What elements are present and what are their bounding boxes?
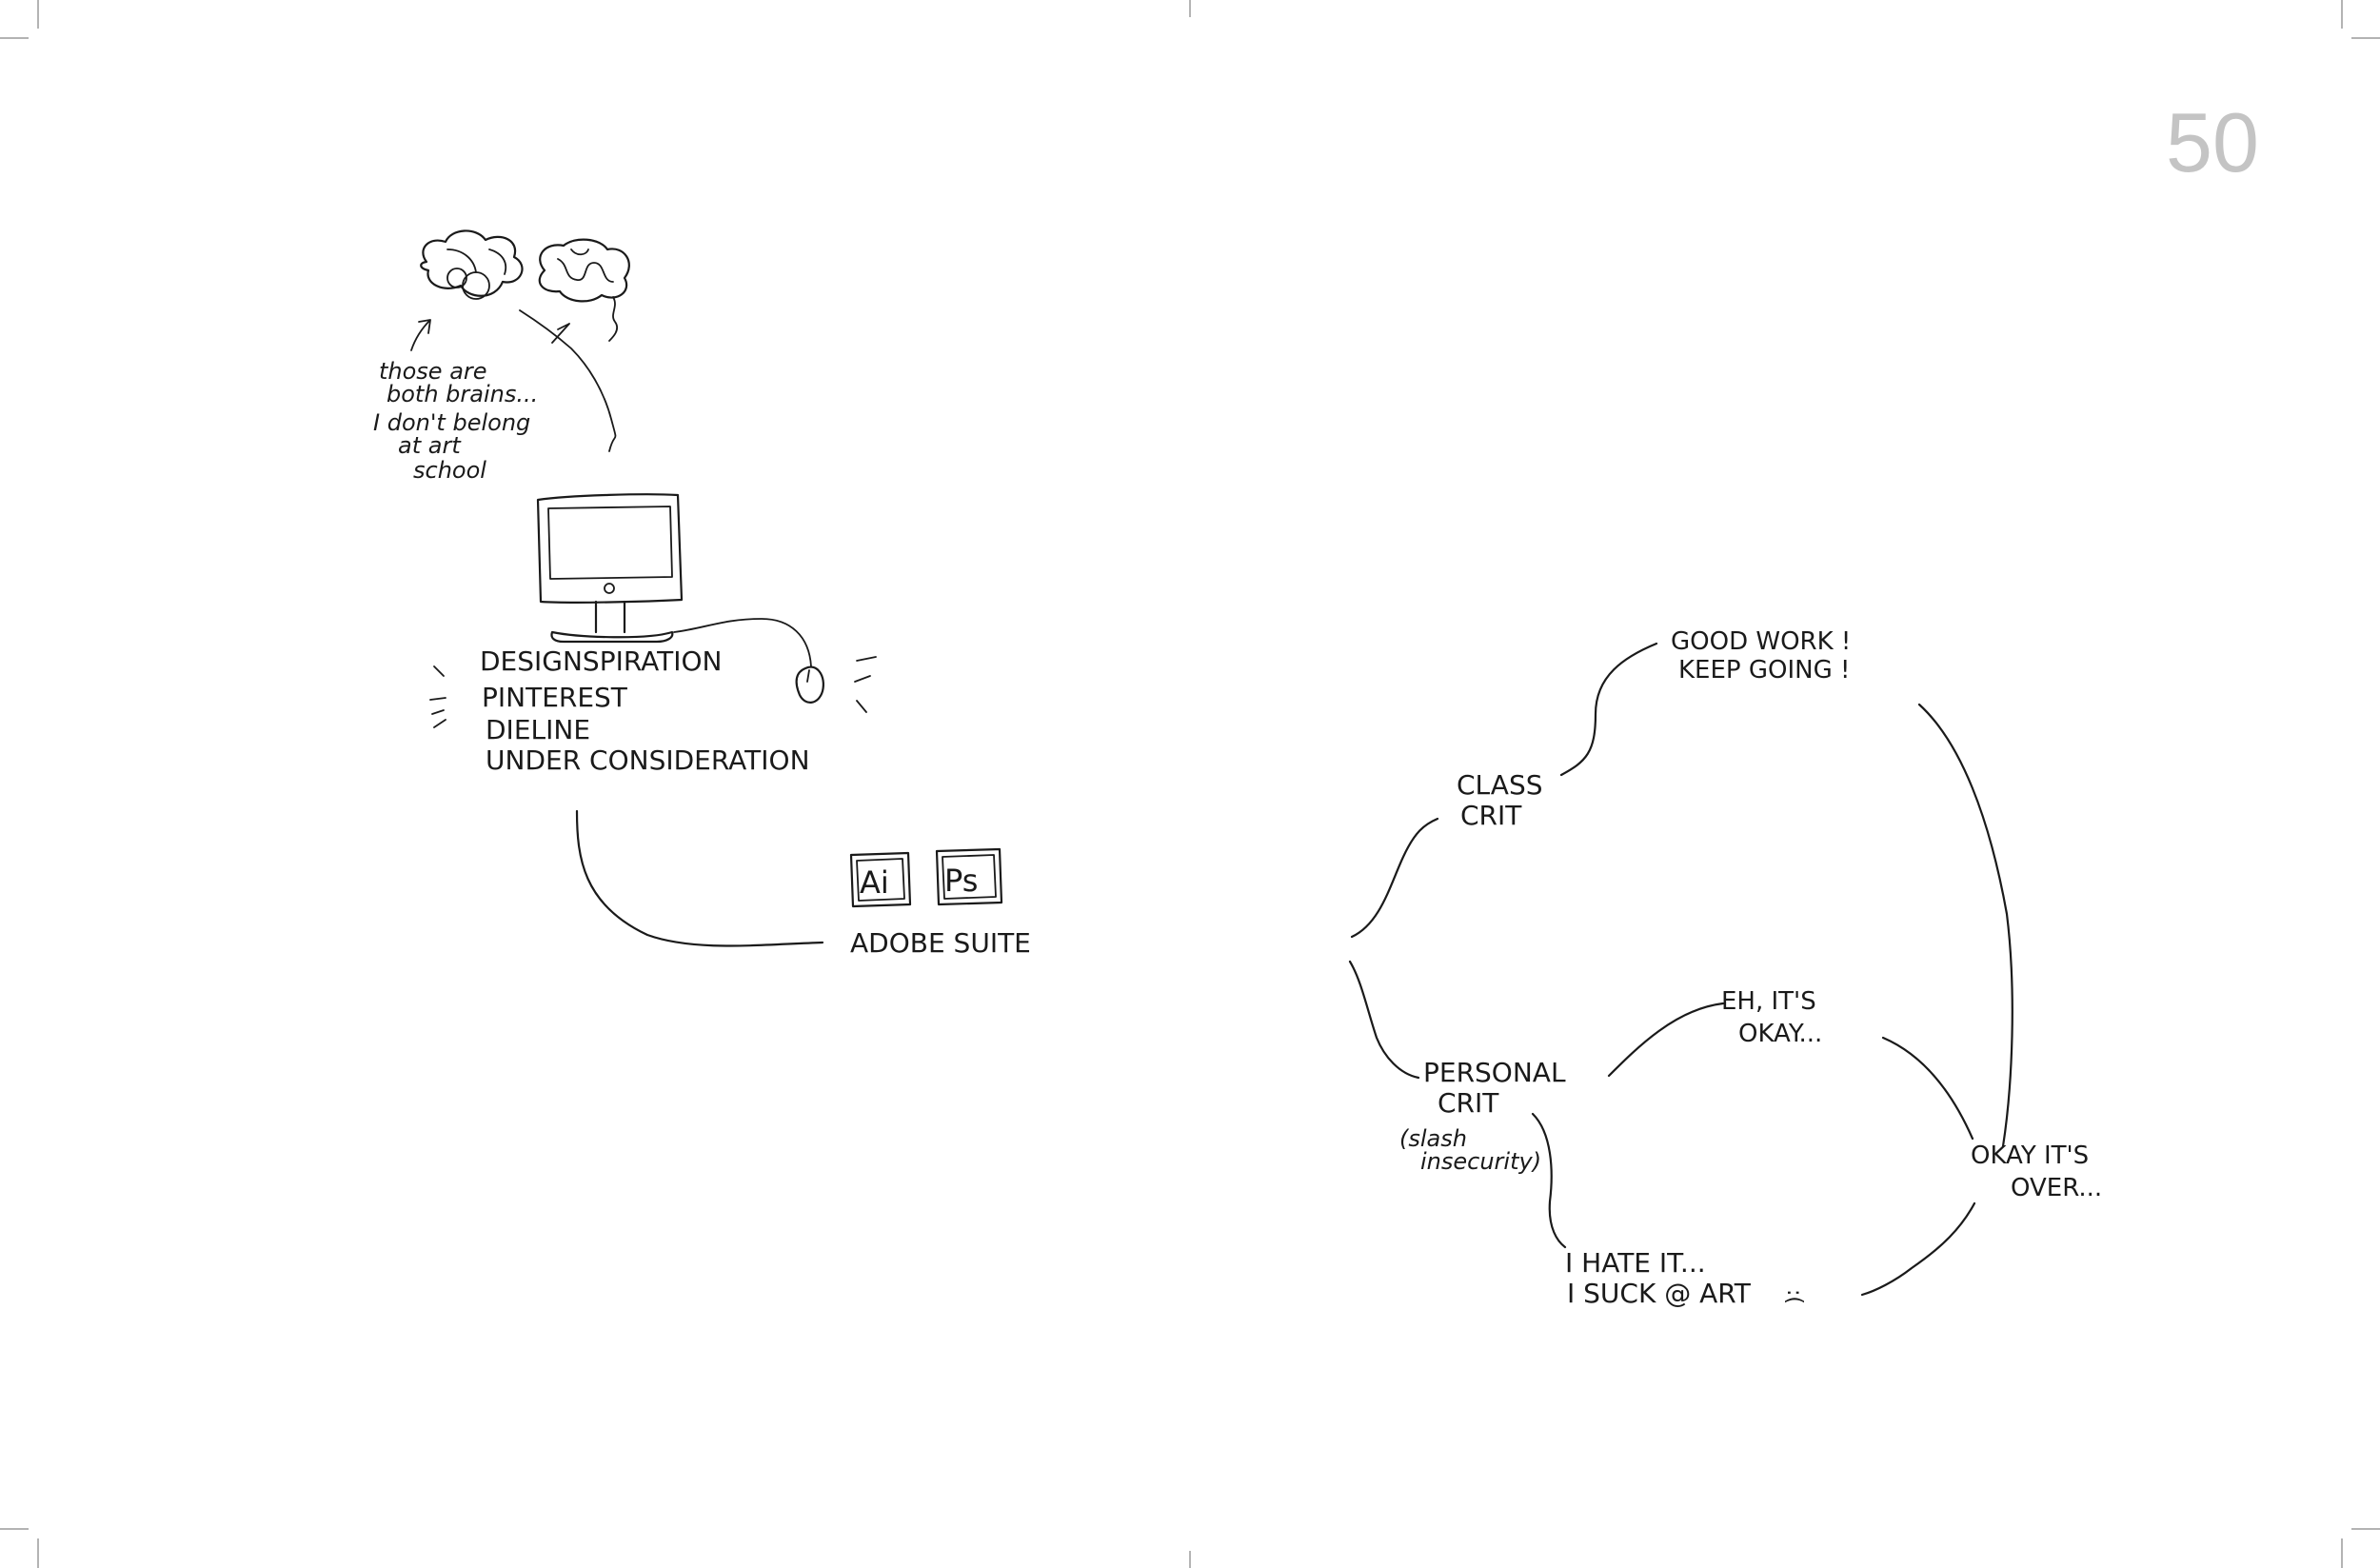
- okay-over-node: OKAY IT'S OVER...: [1971, 1141, 2102, 1202]
- eh-okay-line-1: EH, IT'S: [1721, 987, 1816, 1016]
- adobe-illustrator-icon: Ai: [849, 851, 912, 908]
- hate-it-line-2: I SUCK @ ART: [1567, 1278, 1752, 1309]
- ai-label: Ai: [860, 864, 889, 901]
- hate-it-node: I HATE IT... I SUCK @ ART :(: [1565, 1247, 1806, 1309]
- ps-label: Ps: [944, 863, 978, 899]
- good-work-line-1: GOOD WORK !: [1671, 627, 1851, 656]
- note-line-4: at art: [398, 432, 462, 459]
- good-work-node: GOOD WORK ! KEEP GOING !: [1671, 627, 1851, 685]
- note-line-5: school: [413, 457, 486, 484]
- website-designspiration: DESIGNSPIRATION: [480, 645, 723, 677]
- adobe-suite-label: ADOBE SUITE: [850, 927, 1031, 959]
- brain-icon: [538, 238, 630, 342]
- class-crit-node: CLASS CRIT: [1457, 769, 1543, 831]
- website-dieline: DIELINE: [486, 714, 590, 745]
- personal-crit-line-1: PERSONAL: [1423, 1057, 1566, 1088]
- page-number: 50: [2166, 95, 2259, 189]
- arrow-to-brain: [519, 309, 617, 452]
- cauliflower-icon: [420, 229, 524, 300]
- insecurity-line-2: insecurity): [1420, 1148, 1541, 1175]
- okay-over-line-2: OVER...: [2011, 1174, 2102, 1202]
- adobe-photoshop-icon: Ps: [935, 847, 1003, 906]
- brains-note: those are both brains... I don't belong …: [373, 358, 538, 484]
- emphasis-marks: [429, 656, 877, 728]
- personal-crit-line-2: CRIT: [1438, 1087, 1499, 1119]
- insecurity-line-1: (slash: [1399, 1125, 1467, 1152]
- sad-face-icon: :(: [1782, 1289, 1806, 1304]
- computer-monitor-icon: [536, 493, 684, 644]
- connector-list-to-adobe: [575, 809, 824, 947]
- crit-map-connectors: [1348, 642, 2013, 1297]
- okay-over-line-1: OKAY IT'S: [1971, 1141, 2089, 1170]
- personal-crit-node: PERSONAL CRIT (slash insecurity): [1399, 1057, 1566, 1175]
- arrow-to-cauliflower: [410, 319, 431, 351]
- hate-it-line-1: I HATE IT...: [1565, 1247, 1706, 1279]
- note-line-2: both brains...: [387, 381, 538, 407]
- eh-okay-line-2: OKAY...: [1738, 1020, 1822, 1048]
- note-line-3: I don't belong: [373, 409, 530, 436]
- mouse-icon: [673, 618, 824, 704]
- class-crit-line-2: CRIT: [1460, 800, 1522, 831]
- website-pinterest: PINTEREST: [482, 682, 628, 713]
- website-under-consideration: UNDER CONSIDERATION: [486, 744, 810, 776]
- website-list: DESIGNSPIRATION PINTEREST DIELINE UNDER …: [480, 645, 810, 776]
- class-crit-line-1: CLASS: [1457, 769, 1543, 801]
- good-work-line-2: KEEP GOING !: [1678, 656, 1850, 685]
- eh-okay-node: EH, IT'S OKAY...: [1721, 987, 1822, 1048]
- note-line-1: those are: [379, 358, 487, 385]
